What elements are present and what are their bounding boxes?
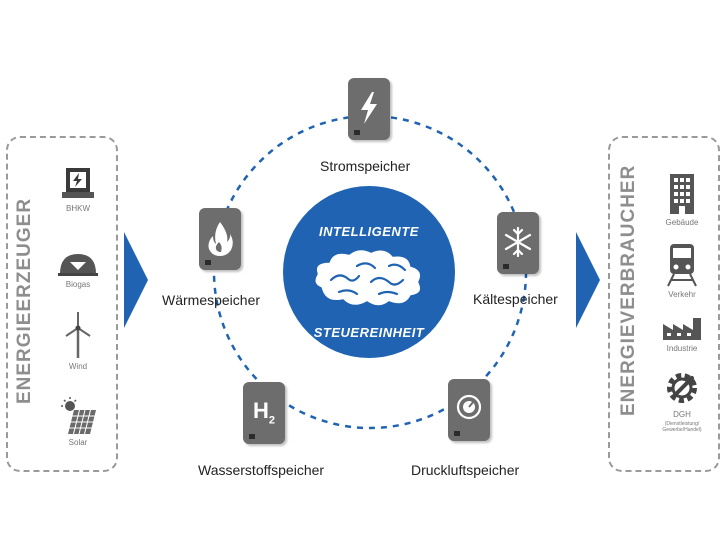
gear-wrench-icon bbox=[667, 373, 697, 403]
source-label: Wind bbox=[68, 362, 88, 371]
source-label: BHKW bbox=[66, 204, 90, 213]
consumer-sublabel: (Dienstleistung/ Gewerbe/Handel) bbox=[662, 421, 702, 433]
storage-label-waerme: Wärmespeicher bbox=[162, 292, 261, 308]
train-icon bbox=[667, 244, 697, 287]
source-wind: Wind bbox=[50, 310, 106, 371]
wind-turbine-icon bbox=[65, 312, 91, 358]
storage-unit-strom bbox=[348, 78, 390, 140]
storage-label-strom: Stromspeicher bbox=[320, 158, 411, 174]
hydrogen-symbol: H bbox=[252, 398, 269, 423]
storage-unit-kaelte bbox=[497, 212, 539, 274]
storage-unit-druckluft bbox=[448, 379, 490, 441]
consumer-industrie: Industrie bbox=[654, 316, 710, 353]
hydrogen-icon: H2 bbox=[243, 398, 285, 426]
generator-icon bbox=[62, 168, 94, 198]
factory-icon bbox=[663, 318, 701, 340]
energy-producers-panel bbox=[6, 136, 118, 472]
storage-label-druckluft: Druckluftspeicher bbox=[411, 462, 520, 478]
source-bhkw: BHKW bbox=[50, 166, 106, 213]
storage-label-wasserstoff: Wasserstoffspeicher bbox=[198, 462, 325, 478]
input-arrow bbox=[124, 232, 148, 328]
energy-producers-title: ENERGIEERZEUGER bbox=[14, 197, 35, 405]
consumer-dgh: DGH (Dienstleistung/ Gewerbe/Handel) bbox=[654, 368, 710, 433]
source-label: Solar bbox=[68, 438, 88, 447]
output-arrow bbox=[576, 232, 600, 328]
source-label: Biogas bbox=[65, 280, 91, 289]
lightning-icon bbox=[361, 92, 377, 124]
storage-label-kaelte: Kältespeicher bbox=[473, 291, 558, 307]
storage-unit-waerme bbox=[199, 208, 241, 270]
biogas-plant-icon bbox=[58, 254, 98, 276]
consumer-label: Gebäude bbox=[665, 218, 699, 227]
hydrogen-subscript: 2 bbox=[268, 414, 275, 427]
building-icon bbox=[670, 174, 694, 214]
energy-consumers-panel bbox=[608, 136, 720, 472]
control-unit-title-bottom: STEUEREINHEIT bbox=[313, 325, 425, 340]
source-solar: Solar bbox=[50, 396, 106, 447]
consumer-label: Verkehr bbox=[668, 290, 696, 299]
consumer-label: Industrie bbox=[666, 344, 698, 353]
flame-icon bbox=[208, 222, 233, 256]
consumer-label: DGH bbox=[673, 410, 691, 419]
solar-panel-icon bbox=[61, 397, 96, 435]
control-unit-title-top: INTELLIGENTE bbox=[319, 224, 419, 239]
storage-unit-wasserstoff: H2 bbox=[243, 382, 285, 444]
consumer-gebaeude: Gebäude bbox=[654, 172, 710, 227]
source-biogas: Biogas bbox=[50, 244, 106, 289]
brain-icon bbox=[314, 248, 422, 307]
pressure-gauge-icon bbox=[456, 394, 482, 420]
snowflake-icon bbox=[504, 226, 532, 258]
energy-consumers-title: ENERGIEVERBRAUCHER bbox=[618, 164, 639, 416]
consumer-verkehr: Verkehr bbox=[654, 242, 710, 299]
